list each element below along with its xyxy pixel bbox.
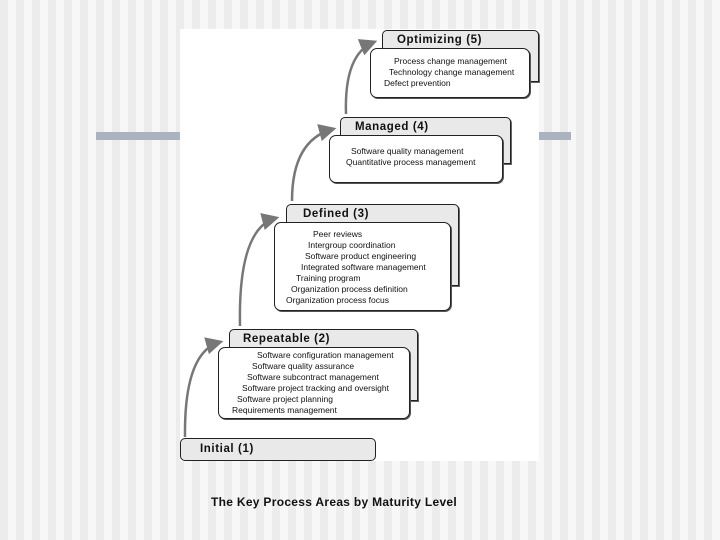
kpa-item: Technology change management <box>389 67 515 77</box>
kpa-item: Software project planning <box>237 394 333 404</box>
initial-level-title: Initial (1) <box>200 443 254 455</box>
kpa-item: Software project tracking and oversight <box>242 383 389 393</box>
accent-bar-left <box>96 132 184 140</box>
kpa-item: Software product engineering <box>305 251 417 261</box>
arrow-defined-to-managed <box>290 124 337 202</box>
managed-kpa-box <box>329 135 503 183</box>
kpa-item: Software subcontract management <box>247 372 379 382</box>
kpa-item: Requirements management <box>232 405 337 415</box>
kpa-item: Software quality management <box>351 146 464 156</box>
kpa-item: Integrated software management <box>301 262 426 272</box>
figure-caption: The Key Process Areas by Maturity Level <box>211 495 458 509</box>
kpa-item: Defect prevention <box>384 78 451 88</box>
repeatable-kpa-box <box>218 347 410 419</box>
defined-level-title: Defined (3) <box>303 208 370 220</box>
kpa-item: Organization process focus <box>286 295 389 305</box>
optimizing-level-title: Optimizing (5) <box>397 34 483 46</box>
arrow-managed-to-optimizing <box>344 39 378 115</box>
kpa-item: Software configuration management <box>257 350 394 360</box>
accent-bar-right <box>538 132 571 140</box>
arrow-initial-to-repeatable <box>183 337 224 438</box>
kpa-item: Software quality assurance <box>252 361 355 371</box>
kpa-item: Peer reviews <box>313 229 363 239</box>
defined-kpa-box <box>274 222 451 311</box>
kpa-item: Organization process definition <box>291 284 408 294</box>
kpa-item: Training program <box>296 273 361 283</box>
arrow-repeatable-to-defined <box>238 213 280 327</box>
initial-level-box: Initial (1) <box>180 438 376 461</box>
kpa-item: Process change management <box>394 56 507 66</box>
repeatable-level-title: Repeatable (2) <box>243 333 331 345</box>
managed-level-title: Managed (4) <box>355 121 429 133</box>
optimizing-kpa-box <box>370 48 530 98</box>
kpa-item: Quantitative process management <box>346 157 476 167</box>
kpa-item: Intergroup coordination <box>308 240 396 250</box>
